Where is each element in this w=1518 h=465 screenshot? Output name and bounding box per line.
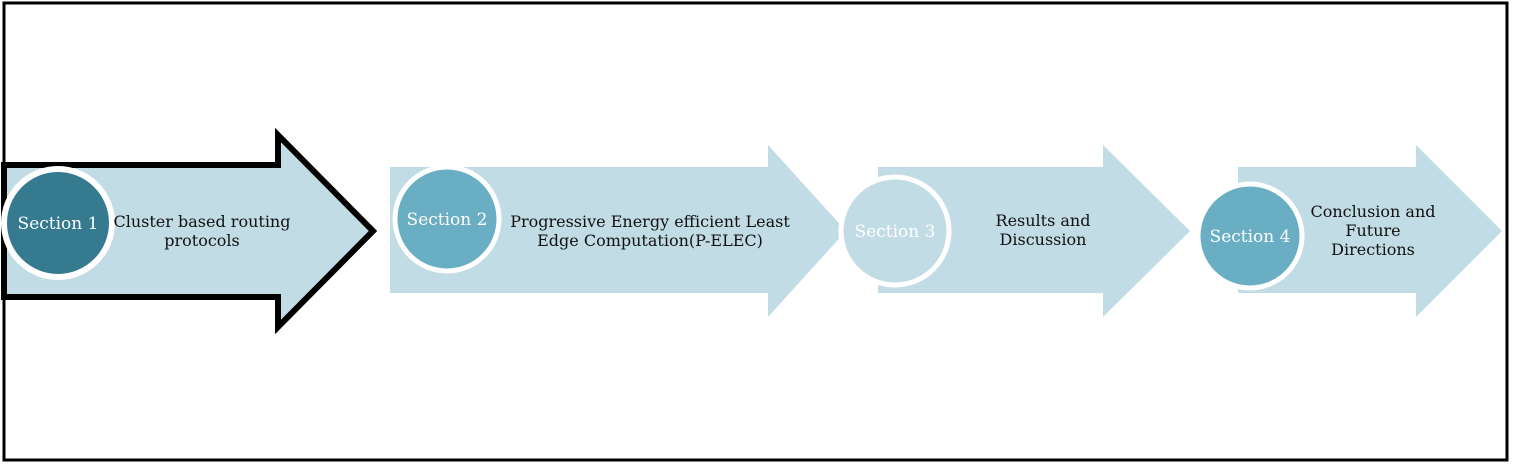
step-3-text-line-2: Discussion [1000, 230, 1087, 249]
step-4-text-line-1: Conclusion and [1311, 202, 1436, 221]
step-1-text-line-2: protocols [164, 231, 240, 250]
step-1-circle [1, 166, 115, 280]
step-4-arrow [1238, 145, 1502, 317]
step-3-arrow [878, 145, 1190, 317]
step-2-circle [392, 164, 502, 274]
step-3-label: Section 3 [855, 222, 936, 242]
step-3-text-line-1: Results and [996, 211, 1091, 230]
step-2: Section 2 Progressive Energy efficient L… [390, 145, 846, 317]
step-2-text-line-2: Edge Computation(P-ELEC) [537, 231, 763, 250]
step-1: Section 1 Cluster based routing protocol… [1, 127, 378, 335]
step-4-text-line-3: Directions [1331, 240, 1415, 259]
step-1-text-line-1: Cluster based routing [114, 212, 291, 231]
step-3: Section 3 Results and Discussion [838, 145, 1190, 317]
step-2-arrow [390, 145, 846, 317]
step-2-label: Section 2 [407, 210, 488, 230]
step-2-text-line-1: Progressive Energy efficient Least [510, 212, 790, 231]
step-4: Section 4 Conclusion and Future Directio… [1195, 145, 1502, 317]
step-1-label: Section 1 [18, 214, 99, 234]
step-4-label: Section 4 [1210, 227, 1291, 247]
step-3-circle [838, 174, 952, 288]
step-4-circle [1195, 181, 1305, 291]
step-4-text-line-2: Future [1345, 221, 1400, 240]
